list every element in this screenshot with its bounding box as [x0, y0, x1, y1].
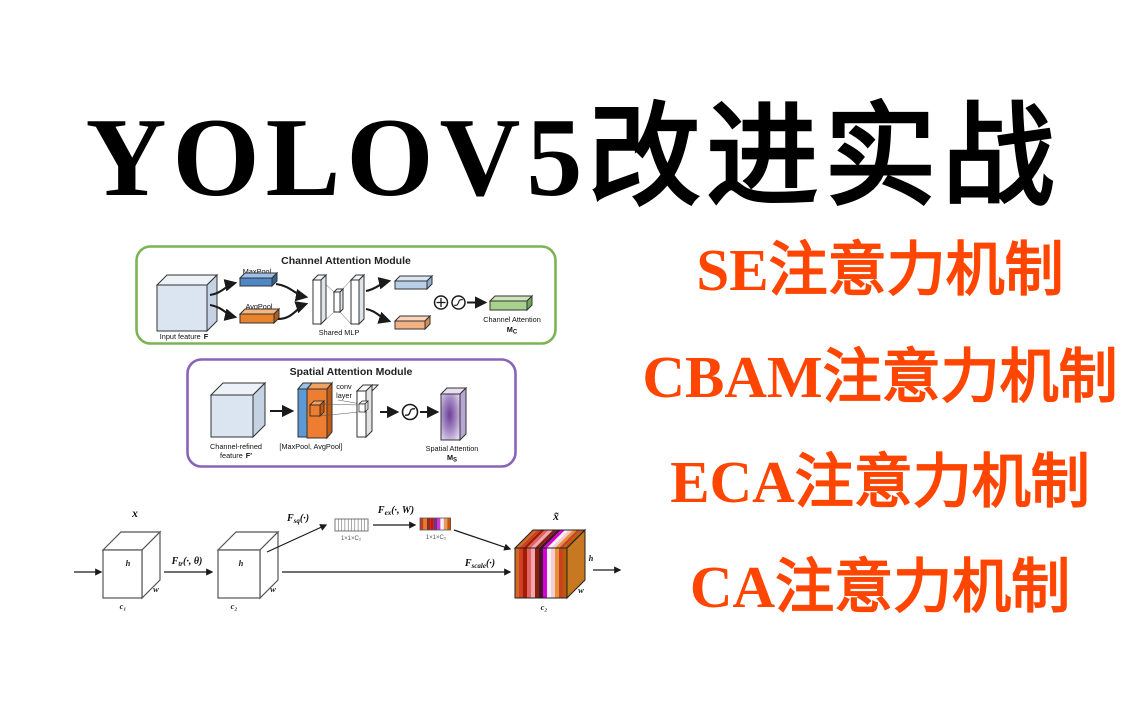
se-x-tilde-label: x̃: [552, 511, 559, 523]
se-fsq-label: Fsq(·): [286, 513, 309, 525]
channel-module-title: Channel Attention Module: [281, 255, 411, 267]
channel-attention-label: Channel Attention: [483, 315, 541, 324]
feature-item-ca: CA注意力机制: [689, 554, 1071, 620]
se-fsq-arrow: [266, 524, 328, 553]
se-c1-label: c₁: [120, 601, 127, 611]
se-transformed-cube: [216, 530, 280, 600]
elementwise-sum-icon: [433, 295, 449, 310]
se-w-label-3: w: [578, 585, 584, 595]
arrow-mlp-to-top-bar: [365, 277, 392, 293]
spatial-module-title: Spatial Attention Module: [290, 366, 413, 378]
sigmoid-icon: [451, 295, 466, 310]
se-w-label-2: w: [270, 584, 276, 594]
feature-item-cbam: CBAM注意力机制: [642, 344, 1118, 410]
se-ftr-label: Ftr(·, θ): [171, 556, 203, 568]
spatial-attention-symbol: MS: [447, 453, 457, 464]
se-excitation-vector: [419, 517, 452, 531]
channel-attention-bar: [488, 294, 534, 312]
shared-mlp-label: Shared MLP: [319, 328, 360, 337]
se-block-diagram: x h w c₁ Ftr(·, θ) h w c₂ Fsq(·) 1×1×C₂ …: [74, 505, 622, 612]
feature-item-se: SE注意力机制: [696, 237, 1064, 303]
se-squeeze-vector: [334, 518, 369, 532]
spatial-attention-module-diagram: Spatial Attention Module Channel-refined…: [186, 358, 517, 468]
pooled-feature-slabs: [296, 381, 334, 440]
conv-output-slab: [355, 383, 380, 439]
arrow-cube-to-avgpool: [209, 303, 238, 321]
se-c2-label-2: c₂: [541, 602, 548, 612]
se-fex-label: Fex(·, W): [377, 505, 414, 517]
pool-label: [MaxPool, AvgPool]: [279, 442, 342, 451]
avgpool-bar: [238, 307, 281, 325]
avgpool-output-bar: [393, 314, 432, 331]
page-title: YOLOV5改进实战: [85, 96, 1061, 220]
spatial-attention-label: Spatial Attention: [426, 444, 479, 453]
spatial-attention-map: [439, 386, 468, 442]
se-input-cube: [101, 530, 162, 600]
arrow-avgpool-to-mlp: [277, 301, 309, 321]
maxpool-label: MaxPool: [243, 267, 272, 276]
arrow-mlp-to-bottom-bar: [365, 307, 392, 324]
se-w-label-1: w: [153, 584, 159, 594]
se-scale-diagonal-arrow: [453, 529, 512, 551]
channel-attention-symbol: MC: [507, 325, 518, 336]
se-fscale-label: Fscale(·): [464, 558, 495, 570]
se-squeeze-dim-label: 1×1×C₂: [341, 536, 362, 542]
refined-feature-label-1: Channel-refined: [210, 442, 262, 451]
arrow-maxpool-to-mlp: [275, 282, 309, 302]
se-output-cube: [513, 528, 587, 600]
se-h-label-1: h: [126, 558, 131, 568]
avgpool-label: AvgPool: [245, 302, 272, 311]
se-excitation-dim-label: 1×1×C₂: [426, 535, 447, 541]
conv-layer-label-2: layer: [336, 391, 352, 400]
se-h-label-3: h: [589, 553, 594, 563]
se-c2-label-1: c₂: [231, 601, 238, 611]
maxpool-bar: [238, 271, 279, 288]
feature-item-eca: ECA注意力机制: [670, 449, 1090, 515]
arrow-cube-to-maxpool: [209, 279, 238, 297]
shared-mlp: [311, 273, 366, 326]
se-x-label: x: [131, 508, 138, 520]
conv-layer-label-1: conv: [336, 382, 352, 391]
se-h-label-2: h: [239, 558, 244, 568]
channel-refined-cube: [209, 381, 267, 439]
sigmoid-icon: [401, 403, 419, 421]
input-feature-cube: [155, 273, 219, 333]
maxpool-output-bar: [393, 274, 434, 291]
